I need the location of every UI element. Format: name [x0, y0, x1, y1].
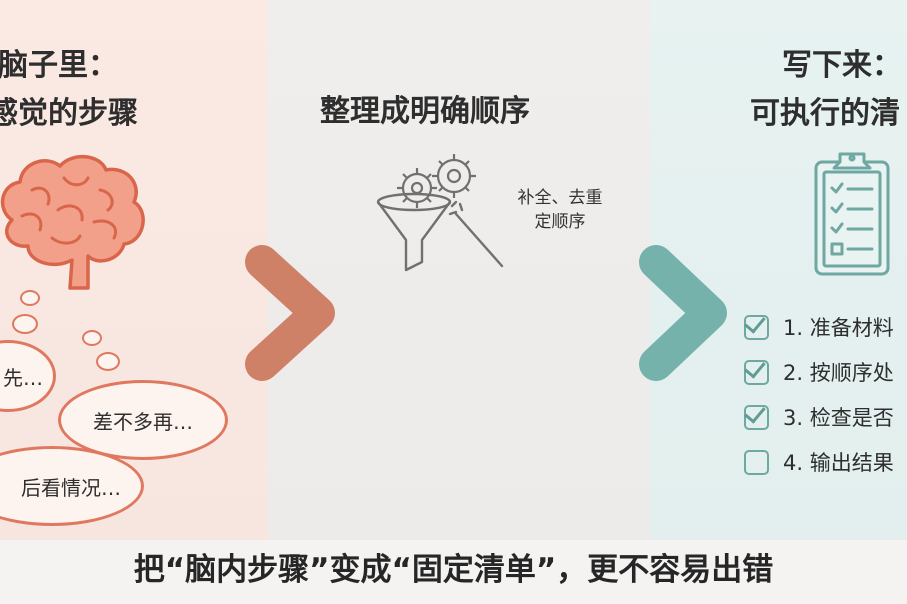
left-title-line1: 脑子里：: [0, 48, 118, 83]
funnel-icon: [376, 192, 452, 272]
thought-dot: [20, 290, 40, 306]
caption: 把“脑内步骤”变成“固定清单”，更不容易出错: [133, 552, 774, 588]
checklist-item-2: 2. 按顺序处: [744, 355, 894, 387]
thought-bubble-3: 后看情况…: [0, 446, 144, 526]
brain-icon: [0, 155, 145, 290]
left-title-line2: 感觉的步骤: [0, 96, 138, 131]
process-note-line1: 补全、去重: [517, 188, 603, 208]
checkbox-checked-icon: [744, 310, 769, 340]
magic-wand-icon: [448, 200, 504, 268]
checklist-item-1: 1. 准备材料: [744, 310, 894, 342]
checklist-item-3: 3. 检查是否: [744, 400, 894, 432]
process-note: 补全、去重 定顺序: [490, 186, 630, 234]
thought-dot: [82, 330, 102, 346]
checkbox-checked-icon: [744, 400, 769, 430]
middle-panel: [268, 0, 650, 540]
gears-icon: [397, 154, 476, 208]
checklist-item-label: 2. 按顺序处: [783, 361, 894, 385]
thought-bubble-2: 差不多再…: [58, 380, 228, 460]
checkbox-checked-icon: [744, 355, 769, 385]
right-title-line1: 写下来：: [782, 48, 902, 83]
middle-title: 整理成明确顺序: [320, 94, 530, 129]
checkbox-empty-icon: [744, 449, 769, 475]
clipboard-checklist-icon: [814, 152, 890, 276]
thought-dot: [12, 314, 38, 334]
checklist-item-label: 3. 检查是否: [783, 406, 894, 430]
checklist-item-label: 1. 准备材料: [783, 316, 894, 340]
checklist-item-4: 4. 输出结果: [744, 447, 894, 477]
thought-dot: [96, 352, 120, 371]
checklist-item-label: 4. 输出结果: [783, 451, 894, 475]
right-title-line2: 可执行的清: [750, 96, 900, 131]
process-note-line2: 定顺序: [534, 212, 586, 232]
caption-band: [0, 540, 907, 604]
